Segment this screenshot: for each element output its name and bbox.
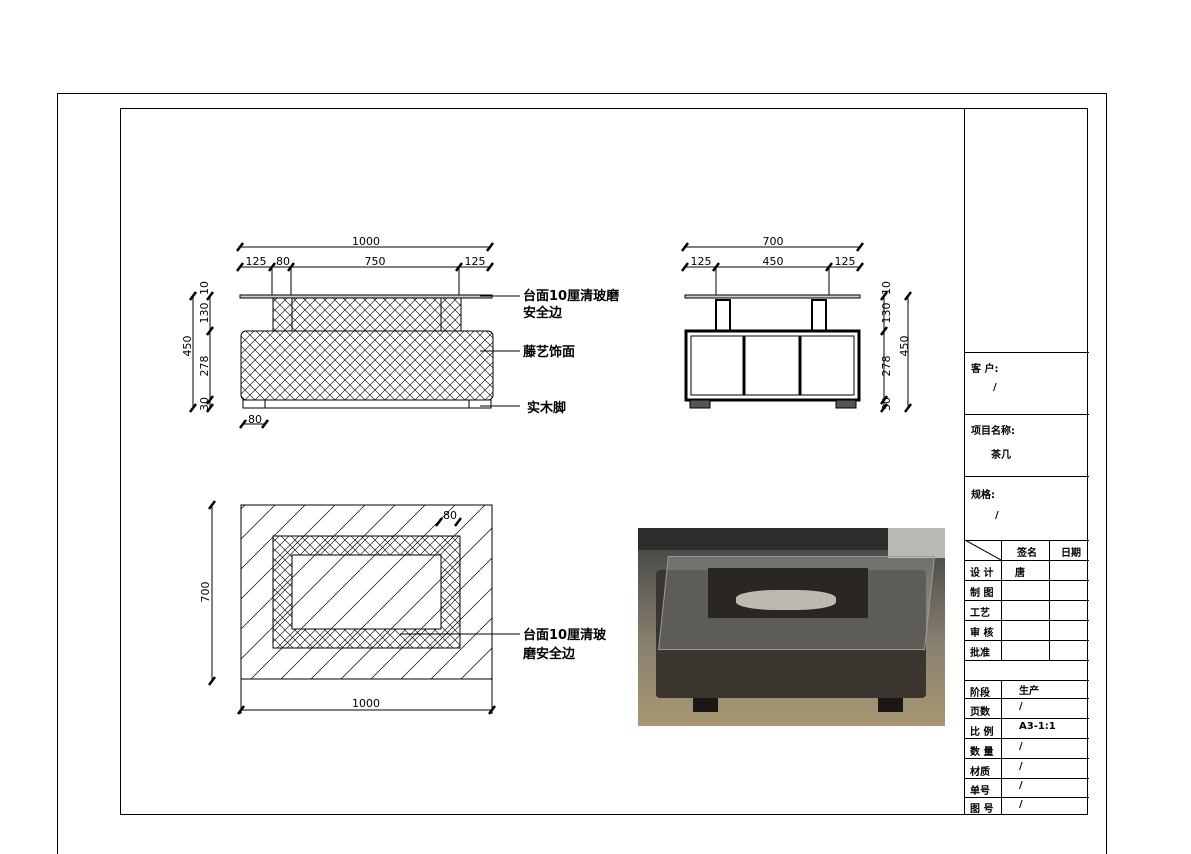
sign-row-label: 批准 bbox=[970, 648, 990, 659]
label-glass-top-2: 磨安全边 bbox=[523, 646, 576, 662]
header-sign: 签名 bbox=[1017, 548, 1037, 559]
dim-450-width: 450 bbox=[763, 255, 784, 268]
dim-125-right: 125 bbox=[835, 255, 856, 268]
side-view-dimensions: 700 125 450 125 10 130 278 30 450 bbox=[691, 235, 912, 411]
dim-10: 10 bbox=[880, 281, 893, 295]
sheet-border bbox=[57, 93, 1107, 854]
spec-label: 规格: bbox=[971, 490, 995, 501]
dim-700: 700 bbox=[763, 235, 784, 248]
dim-130: 130 bbox=[198, 303, 211, 324]
info-value: A3-1:1 bbox=[1019, 721, 1056, 732]
sign-row-label: 工艺 bbox=[970, 608, 990, 619]
sign-row-label: 设 计 bbox=[970, 568, 994, 579]
info-value: / bbox=[1019, 780, 1023, 791]
info-value: 生产 bbox=[1019, 686, 1039, 697]
dim-125-left: 125 bbox=[246, 255, 267, 268]
dim-450: 450 bbox=[181, 336, 194, 357]
header-diagonal bbox=[965, 540, 1001, 560]
info-label: 数 量 bbox=[970, 747, 994, 758]
info-value: / bbox=[1019, 741, 1023, 752]
info-label: 材质 bbox=[970, 767, 990, 778]
dim-125-right: 125 bbox=[465, 255, 486, 268]
label-rattan: 藤艺饰面 bbox=[523, 344, 575, 360]
drawing-frame bbox=[120, 108, 1088, 815]
info-value: / bbox=[1019, 799, 1023, 810]
plan-view-dimensions: 700 1000 80 bbox=[199, 509, 457, 710]
dim-125-left: 125 bbox=[691, 255, 712, 268]
header-date: 日期 bbox=[1061, 548, 1081, 559]
dim-80-leg: 80 bbox=[248, 413, 262, 426]
dim-450: 450 bbox=[898, 336, 911, 357]
front-view bbox=[189, 242, 520, 429]
dim-278: 278 bbox=[198, 356, 211, 377]
dim-278: 278 bbox=[880, 356, 893, 377]
product-photo bbox=[638, 528, 945, 726]
dim-10: 10 bbox=[198, 281, 211, 295]
client-value: / bbox=[993, 382, 997, 393]
label-glass-top: 台面10厘清玻磨 bbox=[523, 288, 619, 304]
spec-value: / bbox=[995, 510, 999, 521]
dim-80: 80 bbox=[276, 255, 290, 268]
side-view bbox=[681, 242, 912, 413]
dim-1000: 1000 bbox=[352, 235, 380, 248]
front-view-labels: 台面10厘清玻磨 安全边 藤艺饰面 实木脚 bbox=[523, 288, 619, 416]
sign-row-label: 审 核 bbox=[970, 628, 994, 639]
info-label: 比 例 bbox=[970, 727, 994, 738]
label-glass-top-2: 安全边 bbox=[523, 305, 563, 321]
info-label: 阶段 bbox=[970, 688, 990, 699]
label-glass-top: 台面10厘清玻 bbox=[523, 627, 607, 643]
info-value: / bbox=[1019, 701, 1023, 712]
project-label: 项目名称: bbox=[971, 426, 1015, 437]
info-label: 页数 bbox=[970, 707, 990, 718]
dim-1000: 1000 bbox=[352, 697, 380, 710]
sign-row-label: 制 图 bbox=[970, 588, 994, 599]
info-label: 单号 bbox=[970, 786, 990, 797]
title-block: 客 户: / 项目名称: 茶几 规格: / 签名 日期 设 计 唐 制 图 工艺… bbox=[964, 108, 1089, 815]
plan-view bbox=[208, 500, 520, 715]
label-wood-leg: 实木脚 bbox=[527, 400, 566, 416]
project-value: 茶几 bbox=[991, 450, 1011, 461]
dim-80: 80 bbox=[443, 509, 457, 522]
dim-30: 30 bbox=[198, 397, 211, 411]
dim-700: 700 bbox=[199, 582, 212, 603]
dim-750: 750 bbox=[365, 255, 386, 268]
info-label: 图 号 bbox=[970, 804, 994, 815]
dim-130: 130 bbox=[880, 303, 893, 324]
client-label: 客 户: bbox=[971, 364, 999, 375]
dim-30: 30 bbox=[880, 397, 893, 411]
front-view-dimensions: 1000 125 80 750 125 450 10 130 278 30 80 bbox=[181, 235, 486, 426]
info-value: / bbox=[1019, 761, 1023, 772]
sign-row-sign: 唐 bbox=[1015, 568, 1025, 579]
